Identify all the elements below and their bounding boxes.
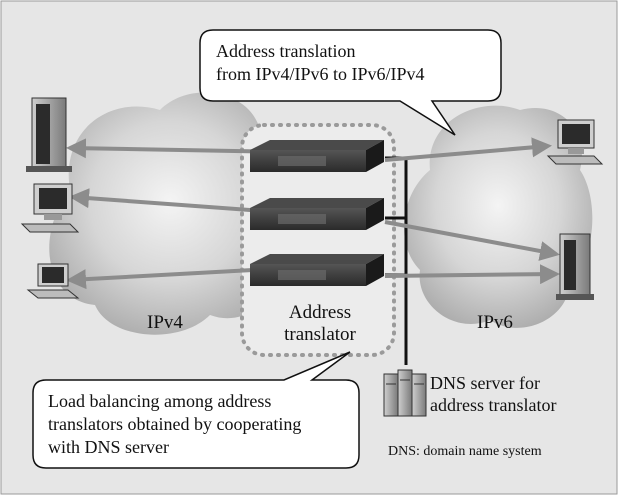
address-translator-label-line-2: translator [284, 324, 356, 345]
laptop-icon [26, 263, 80, 299]
callout-bottom-line-3: with DNS server [48, 437, 169, 457]
callout-top-bubble [199, 29, 502, 136]
desktop-computer-icon [20, 183, 80, 233]
callout-bottom-text: Load balancing among address translators… [48, 390, 301, 459]
desktop-computer-icon-right [546, 119, 604, 165]
ipv4-cloud [49, 92, 292, 335]
server-tower-icon-right [556, 233, 594, 300]
translator-device-3 [250, 254, 384, 286]
callout-top-text: Address translation from IPv4/IPv6 to IP… [216, 40, 425, 86]
callout-top-line-2: from IPv4/IPv6 to IPv6/IPv4 [216, 64, 425, 84]
translator-device-1 [250, 140, 384, 172]
address-translator-box [240, 123, 396, 357]
translator-device-2 [250, 198, 384, 230]
ipv6-label: IPv6 [477, 312, 513, 333]
callout-bottom-line-1: Load balancing among address [48, 391, 272, 411]
callout-bottom-bubble [32, 351, 360, 469]
footnote: DNS: domain name system [388, 444, 542, 459]
ipv4-label: IPv4 [147, 312, 183, 333]
dns-server-icon [383, 369, 427, 417]
address-translator-label-line-1: Address [288, 302, 352, 323]
dns-server-label-line-2: address translator [430, 395, 557, 415]
server-tower-icon [26, 97, 72, 172]
dns-server-label-line-1: DNS server for [430, 373, 540, 393]
dns-server-label: DNS server for address translator [430, 372, 556, 416]
callout-top-line-1: Address translation [216, 41, 356, 61]
address-translator-label: Address translator [270, 302, 370, 346]
callout-bottom-line-2: translators obtained by cooperating [48, 414, 302, 434]
